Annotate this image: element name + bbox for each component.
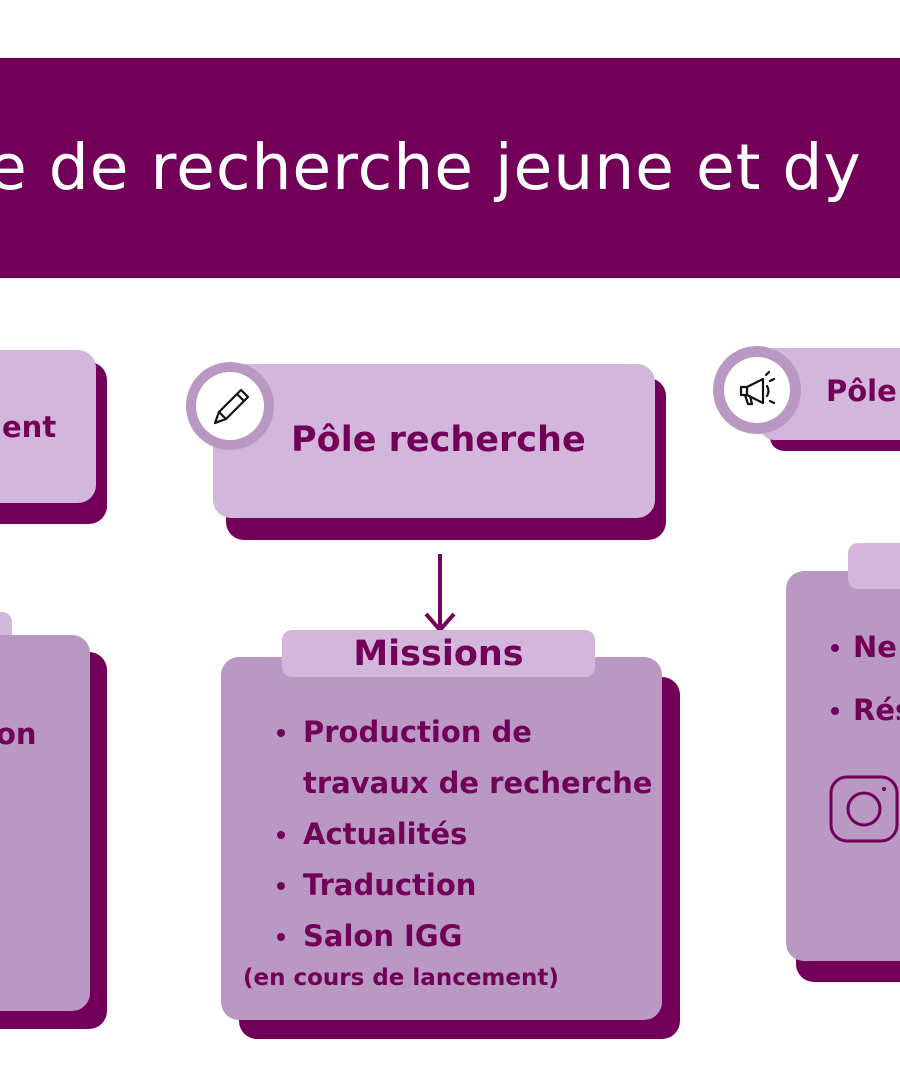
missions-heading-tab: Missions [282,630,595,677]
list-item: Traduction [273,860,652,911]
pencil-icon [213,388,250,425]
pencil-icon-badge [186,362,274,450]
list-item: Production de [273,707,652,758]
list-item: Actualités [273,809,652,860]
list-item: Ne [831,630,897,664]
megaphone-icon [739,370,776,406]
left-top-card: ent [0,350,96,503]
megaphone-icon-bg [724,357,790,423]
down-arrow [424,554,456,634]
pole-recherche-title: Pôle recherche [291,420,586,460]
missions-card: Production de travaux de recherche Actua… [221,657,662,1020]
pole-recherche-card: Pôle recherche [213,364,655,518]
list-item-continuation: travaux de recherche [303,766,653,800]
banner-title: e de recherche jeune et dy [0,131,862,204]
right-mid-tab [848,543,900,589]
missions-list: Production de travaux de recherche Actua… [273,707,652,962]
list-item: Salon IGG [273,911,652,962]
missions-heading: Missions [353,634,524,674]
megaphone-icon-badge [713,346,801,434]
left-mid-card: on [0,635,90,1011]
left-mid-card-label: on [0,717,37,751]
right-top-card-title: Pôle [826,374,897,408]
header-banner: e de recherche jeune et dy [0,58,900,278]
left-top-card-label: ent [2,410,57,444]
right-mid-card [786,571,900,961]
pencil-icon-bg [196,372,264,440]
missions-note: (en cours de lancement) [243,965,559,991]
instagram-icon [829,775,899,843]
list-item: Rés [830,693,900,727]
